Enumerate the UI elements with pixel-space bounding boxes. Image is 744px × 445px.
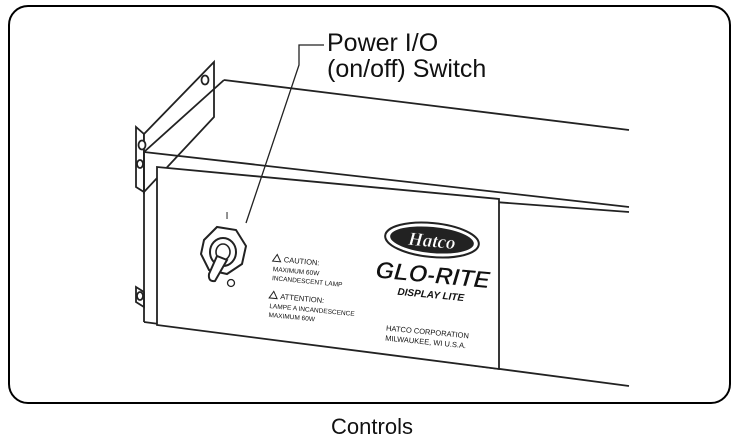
switch-on-mark: I — [226, 211, 229, 222]
callout-leader-line — [245, 44, 324, 224]
switch-off-mark — [226, 278, 236, 288]
svg-text:CAUTION:: CAUTION: — [283, 255, 320, 267]
svg-text:ATTENTION:: ATTENTION: — [280, 292, 325, 305]
svg-text:MAXIMUM 60W: MAXIMUM 60W — [268, 312, 316, 323]
svg-text:MAXIMUM 60W: MAXIMUM 60W — [272, 266, 320, 277]
label-plate — [156, 166, 500, 371]
callout-line-2: (on/off) Switch — [327, 55, 487, 83]
hatco-logo: Hatco — [384, 221, 480, 259]
callout-line-1: Power I/O — [327, 29, 439, 57]
illustration-frame: I CAUTION: MAXIMUM 60W INCANDESCENT LAMP… — [8, 5, 731, 404]
power-switch-callout: Power I/O (on/off) Switch — [327, 30, 486, 82]
fixture-drawing: I CAUTION: MAXIMUM 60W INCANDESCENT LAMP… — [135, 44, 630, 387]
figure-caption: Controls — [331, 414, 413, 439]
toggle-switch[interactable] — [199, 225, 248, 283]
mounting-bracket — [135, 59, 215, 309]
svg-text:Hatco: Hatco — [406, 229, 456, 254]
